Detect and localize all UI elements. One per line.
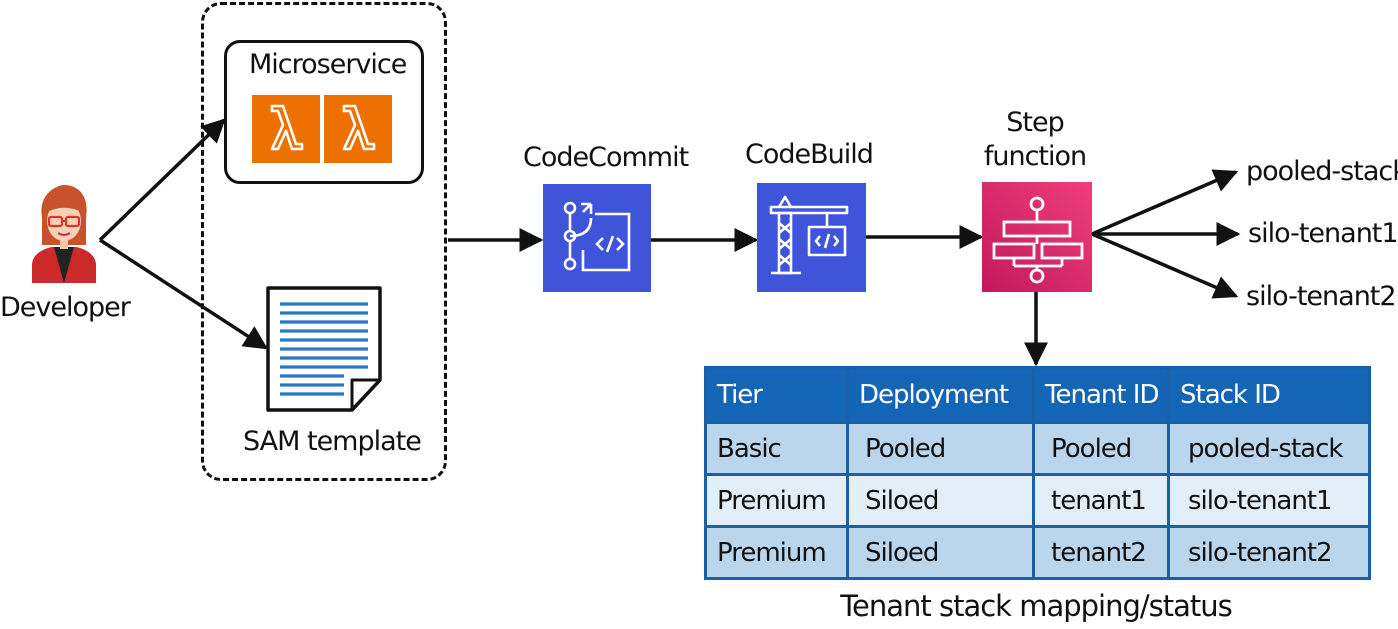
arrow-developer-to-sam-template [99, 238, 269, 350]
output-pooled-stack: pooled-stack [1246, 156, 1398, 187]
step-function-label-line1: Step [1006, 107, 1064, 138]
table-cell: Premium [704, 525, 849, 580]
table-row: Basic Pooled Pooled pooled-stack [704, 421, 1371, 476]
table-row: Premium Siloed tenant2 silo-tenant2 [704, 525, 1371, 580]
table-caption: Tenant stack mapping/status [840, 589, 1233, 623]
sam-template-document-icon [266, 286, 382, 412]
column-header-tier: Tier [704, 366, 849, 424]
table-cell: Pooled [1032, 421, 1170, 476]
lambda-icon [324, 95, 392, 163]
table-cell: silo-tenant1 [1167, 473, 1371, 528]
table-cell: silo-tenant2 [1167, 525, 1371, 580]
table-cell: Siloed [846, 525, 1035, 580]
codecommit-icon [543, 184, 651, 292]
column-header-deployment: Deployment [846, 366, 1035, 424]
sam-template-label: SAM template [243, 426, 422, 457]
table-header-row: Tier Deployment Tenant ID Stack ID [704, 366, 1371, 424]
table-cell: tenant1 [1032, 473, 1170, 528]
table-cell: Siloed [846, 473, 1035, 528]
artifact-group [201, 2, 447, 481]
codecommit-label: CodeCommit [523, 142, 689, 173]
table-cell: pooled-stack [1167, 421, 1371, 476]
table-cell: tenant2 [1032, 525, 1170, 580]
arrow-step-to-silo-tenant2 [1091, 232, 1239, 299]
table-row: Premium Siloed tenant1 silo-tenant1 [704, 473, 1371, 528]
output-silo-tenant2: silo-tenant2 [1246, 281, 1397, 312]
codebuild-icon [757, 183, 866, 292]
column-header-tenant-id: Tenant ID [1032, 366, 1170, 424]
table-cell: Pooled [846, 421, 1035, 476]
step-function-label-line2: function [983, 141, 1087, 172]
output-silo-tenant1: silo-tenant1 [1248, 218, 1398, 249]
microservice-label: Microservice [249, 49, 407, 80]
codebuild-label: CodeBuild [745, 139, 874, 170]
column-header-stack-id: Stack ID [1167, 366, 1371, 424]
lambda-icon [252, 95, 320, 163]
arrow-step-to-pooled-stack [1091, 169, 1239, 236]
step-functions-icon [982, 182, 1092, 292]
developer-avatar-icon [32, 185, 96, 283]
developer-label: Developer [0, 292, 131, 323]
tenant-stack-mapping-table: Tier Deployment Tenant ID Stack ID Basic… [704, 366, 1371, 580]
table-cell: Basic [704, 421, 849, 476]
table-cell: Premium [704, 473, 849, 528]
